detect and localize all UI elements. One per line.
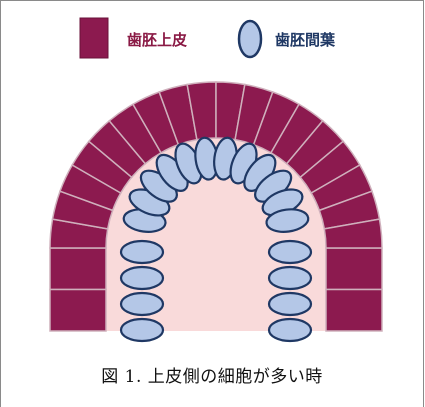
epithelium-cell-2: [50, 290, 106, 332]
mesenchyme-cell-4: [121, 293, 163, 315]
mesenchyme-cell-5: [269, 293, 311, 315]
mesenchyme-cell-3: [269, 267, 311, 289]
mesenchyme-cell-1: [269, 241, 311, 263]
legend-mesenchyme-icon: [239, 21, 261, 57]
epithelium-cell-1: [326, 248, 382, 290]
mesenchyme-cell-0: [121, 241, 163, 263]
legend-epithelium-icon: [80, 18, 108, 58]
epithelium-cell-0: [50, 248, 106, 290]
figure-caption: 図 1. 上皮側の細胞が多い時: [0, 362, 424, 387]
epithelium-cell-3: [326, 290, 382, 332]
legend-mesenchyme-label: 歯胚間葉: [275, 29, 335, 50]
legend-epithelium-label: 歯胚上皮: [127, 29, 187, 50]
mesenchyme-cell-6: [121, 319, 163, 341]
mesenchyme-cell-2: [121, 267, 163, 289]
mesenchyme-cell-7: [269, 319, 311, 341]
